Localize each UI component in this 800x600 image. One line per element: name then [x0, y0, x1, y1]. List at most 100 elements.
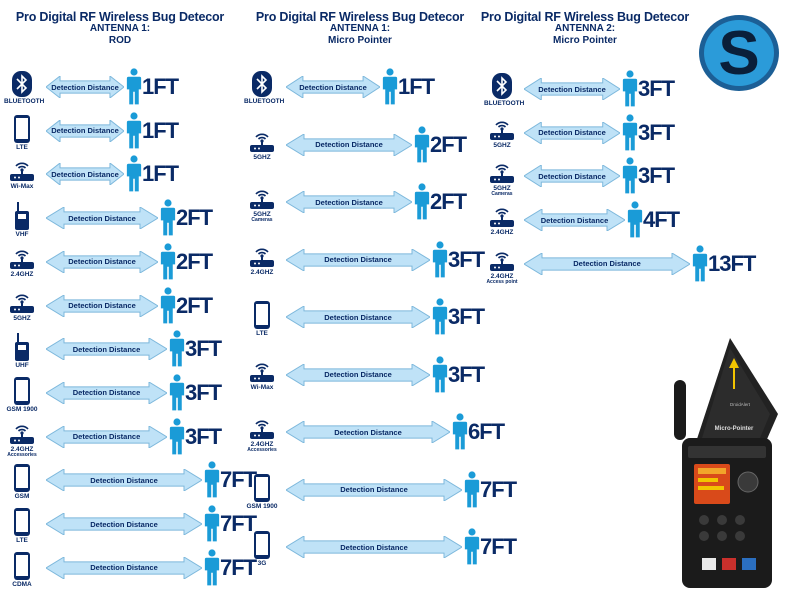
detection-distance-arrow: Detection Distance [286, 478, 462, 501]
device-label: 5GHZ [13, 314, 31, 322]
detection-distance-arrow: Detection Distance [286, 133, 412, 156]
router-icon [4, 420, 40, 446]
person-icon [622, 114, 638, 157]
distance-value: 13FT [708, 250, 756, 276]
detection-distance-arrow: Detection Distance [46, 381, 167, 404]
router-icon [484, 116, 520, 142]
bluetooth-icon [244, 70, 280, 98]
column-header: Pro Digital RF Wireless Bug Detecor ANTE… [0, 11, 240, 47]
arrow-label: Detection Distance [51, 169, 119, 179]
arrow-label: Detection Distance [90, 519, 158, 529]
device-label: 5GHZ [253, 211, 271, 218]
arrow-label: Detection Distance [538, 84, 606, 94]
arrow-label: Detection Distance [72, 388, 141, 398]
person-icon [382, 68, 398, 111]
device-phone: LTE [4, 114, 40, 151]
detection-distance-arrow: Detection Distance [524, 78, 620, 100]
device-label: BLUETOOTH [484, 100, 525, 107]
bluetooth-icon [4, 70, 40, 98]
detection-distance-arrow: Detection Distance [286, 536, 462, 558]
arrow-label: Detection Distance [90, 475, 158, 485]
person-icon [432, 355, 448, 399]
router-icon [4, 245, 40, 271]
device-label: LTE [16, 537, 28, 544]
device-label: GSM 1900 [246, 502, 278, 510]
column-header: Pro Digital RF Wireless Bug Detecor ANTE… [240, 11, 480, 47]
device-phone: 3G [244, 530, 280, 567]
distance-value: 2FT [176, 205, 213, 231]
arrow-label: Detection Distance [51, 82, 119, 92]
arrow-label: Detection Distance [68, 213, 136, 223]
phone-icon [4, 463, 40, 493]
person-icon [622, 157, 638, 200]
distance-value: 3FT [638, 163, 675, 189]
detection-distance-arrow: Detection Distance [524, 121, 620, 144]
detection-distance-arrow: Detection Distance [286, 421, 450, 443]
detection-distance-arrow: Detection Distance [46, 556, 202, 579]
arrow-label: Detection Distance [90, 563, 158, 573]
detection-distance-arrow: Detection Distance [524, 165, 620, 188]
router-icon [244, 358, 280, 384]
arrow-label: Detection Distance [538, 128, 606, 138]
device-sublabel: Accessories [7, 451, 37, 458]
device-label: 3G [257, 560, 267, 567]
distance-value: 3FT [638, 76, 675, 101]
distance-value: 3FT [185, 379, 222, 405]
arrow-label: Detection Distance [538, 171, 606, 181]
column-antenna2-micro-pointer: Pro Digital RF Wireless Bug Detecor ANTE… [480, 0, 756, 285]
device-label: 5GHZ [253, 153, 271, 161]
arrow-label: Detection Distance [299, 82, 367, 92]
device-label: 5GHZ [493, 185, 511, 193]
device-bluetooth: BLUETOOTH [4, 70, 44, 105]
phone-icon [244, 530, 280, 560]
phone-icon [4, 551, 40, 581]
device-sublabel: Accessories [247, 447, 277, 453]
person-icon [204, 549, 220, 592]
arrow-label: Detection Distance [315, 197, 383, 207]
detection-distance-arrow: Detection Distance [524, 209, 625, 232]
distance-value: 3FT [448, 361, 485, 387]
person-icon [169, 330, 185, 373]
distance-value: 2FT [176, 292, 213, 318]
device-label: CDMA [12, 580, 32, 588]
detection-distance-arrow: Detection Distance [46, 119, 124, 142]
arrow-label: Detection Distance [540, 215, 609, 225]
arrow-label: Detection Distance [340, 485, 408, 494]
device-label: GSM [14, 493, 30, 501]
antenna-label: ANTENNA 1: [329, 23, 391, 34]
brand-logo: S [697, 13, 782, 93]
column-antenna1-rod: Pro Digital RF Wireless Bug Detecor ANTE… [0, 0, 257, 588]
phone-icon [4, 376, 40, 406]
device-phone: GSM [4, 463, 40, 500]
distance-value: 1FT [142, 161, 179, 187]
distance-value: 6FT [468, 419, 505, 444]
detection-distance-arrow: Detection Distance [46, 207, 158, 230]
person-icon [160, 286, 176, 330]
distance-value: 2FT [176, 248, 213, 274]
device-label: BLUETOOTH [244, 98, 285, 105]
distance-value: 7FT [220, 554, 257, 580]
phone-icon [244, 473, 280, 503]
device-phone: LTE [244, 300, 280, 337]
person-icon [464, 470, 480, 514]
arrow-label: Detection Distance [324, 370, 392, 379]
antenna-label: ANTENNA 2: [554, 23, 616, 34]
logo-letter: S [718, 19, 759, 88]
router-icon [244, 243, 280, 269]
device-bluetooth: BLUETOOTH [244, 70, 285, 105]
device-label: VHF [15, 231, 29, 239]
person-icon [169, 374, 185, 417]
person-icon [204, 505, 220, 548]
device-radio: UHF [4, 332, 40, 369]
radio-icon [4, 201, 40, 231]
router-icon [4, 157, 40, 183]
person-icon [160, 199, 176, 242]
device-label: 2.4GHZ [250, 268, 274, 276]
column-header: Pro Digital RF Wireless Bug Detecor ANTE… [480, 11, 690, 47]
person-icon [432, 240, 448, 284]
column-antenna1-micro-pointer: Pro Digital RF Wireless Bug Detecor ANTE… [240, 0, 517, 567]
distance-value: 7FT [480, 534, 517, 559]
phone-icon [244, 300, 280, 330]
device-phone: LTE [4, 507, 40, 544]
